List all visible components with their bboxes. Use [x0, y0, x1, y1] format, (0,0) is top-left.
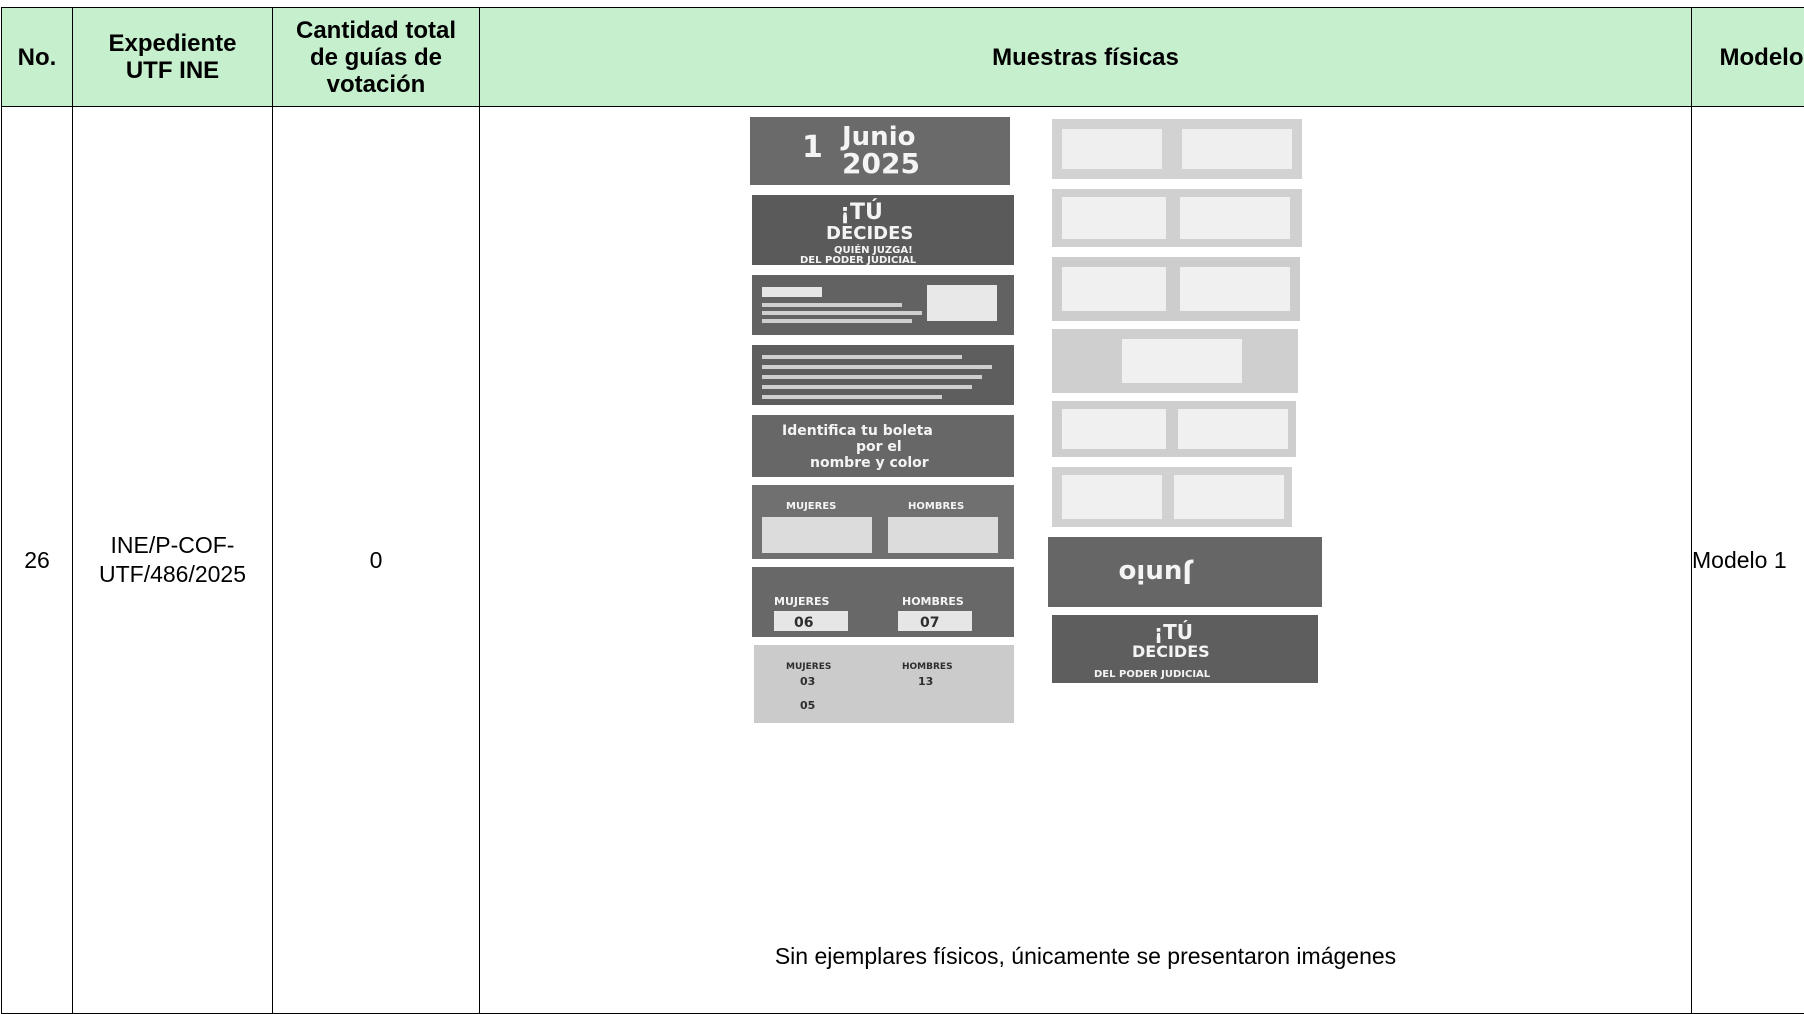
panel-num-03: 03	[800, 675, 815, 688]
panel-r8-line2: DECIDES	[1132, 642, 1210, 661]
cell-no: 26	[2, 107, 73, 1014]
cell-expediente-value: INE/P-COF-UTF/486/2025	[88, 531, 258, 589]
guides-table: No. Expediente UTF INE Cantidad total de…	[1, 7, 1804, 1014]
panel-r7-month: Junio	[1119, 558, 1194, 588]
panel-num-13: 13	[918, 675, 933, 688]
table-row: 26 INE/P-COF-UTF/486/2025 0 1 Junio 2025…	[2, 107, 1804, 1014]
panel-identify-line2: por el	[856, 439, 902, 455]
header-modelo: Modelo	[1692, 8, 1804, 107]
panel-date-day: 1	[802, 130, 823, 165]
header-no: No.	[2, 8, 73, 107]
panel-identify-line1: Identifica tu boleta	[782, 423, 933, 439]
header-muestras: Muestras físicas	[480, 8, 1692, 107]
cell-expediente: INE/P-COF-UTF/486/2025	[73, 107, 273, 1014]
panel-list2-mujeres: MUJERES	[774, 595, 829, 608]
header-expediente-label: Expediente UTF INE	[98, 30, 248, 84]
panel-num-06: 06	[794, 615, 813, 631]
panel-list2-hombres: HOMBRES	[902, 595, 964, 608]
panel-list-hombres: HOMBRES	[908, 501, 964, 512]
panel-list-3	[754, 645, 1014, 723]
header-row: No. Expediente UTF INE Cantidad total de…	[2, 8, 1804, 107]
panel-r8-line1: ¡TÚ	[1154, 620, 1193, 644]
header-cantidad: Cantidad total de guías de votación	[273, 8, 480, 107]
left-guide-strip: 1 Junio 2025 ¡TÚ DECIDES QUIÉN JUZGA! DE…	[750, 117, 1014, 723]
cell-modelo: Modelo 1	[1692, 107, 1804, 1014]
cell-muestras: 1 Junio 2025 ¡TÚ DECIDES QUIÉN JUZGA! DE…	[480, 107, 1692, 1014]
panel-list-mujeres: MUJERES	[786, 501, 836, 512]
panel-identify-line3: nombre y color	[810, 455, 929, 471]
header-cantidad-label: Cantidad total de guías de votación	[281, 17, 471, 98]
panel-slogan-line2: DECIDES	[826, 223, 913, 244]
panel-date-year: 2025	[842, 147, 920, 180]
sample-guides-image: 1 Junio 2025 ¡TÚ DECIDES QUIÉN JUZGA! DE…	[722, 117, 1382, 725]
panel-slogan-sub2: DEL PODER JUDICIAL	[800, 255, 917, 266]
panel-num-05: 05	[800, 699, 815, 712]
panel-r8-sub2: DEL PODER JUDICIAL	[1094, 669, 1211, 680]
muestras-note: Sin ejemplares físicos, únicamente se pr…	[480, 942, 1691, 971]
cell-cantidad: 0	[273, 107, 480, 1014]
right-guide-strip: Junio ¡TÚ DECIDES DEL PODER JUDICIAL	[1048, 119, 1322, 683]
panel-list3-hombres: HOMBRES	[902, 662, 953, 672]
panel-slogan-line1: ¡TÚ	[840, 199, 883, 225]
panel-num-07: 07	[920, 615, 939, 631]
panel-list3-mujeres: MUJERES	[786, 662, 831, 672]
header-expediente: Expediente UTF INE	[73, 8, 273, 107]
